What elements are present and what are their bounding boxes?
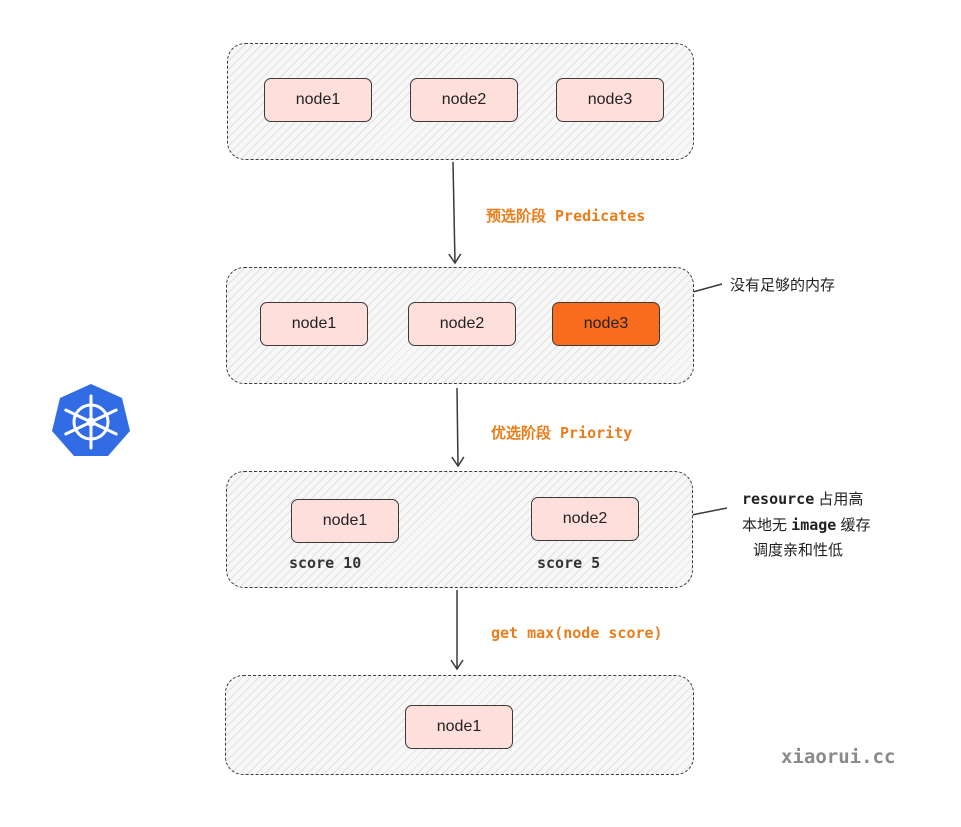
flow-arrow-predicates — [448, 161, 462, 265]
node-box: node3 — [556, 78, 664, 122]
memory-note: 没有足够的内存 — [730, 277, 836, 294]
node-score-label: score 5 — [537, 554, 601, 572]
node-box: node1 — [264, 78, 372, 122]
predicates-label: 预选阶段 Predicates — [486, 207, 646, 225]
selected-node-box: node1 — [405, 705, 513, 749]
priority-label: 优选阶段 Priority — [491, 424, 633, 442]
node-box: node2 — [410, 78, 518, 122]
reason-image-term: image — [791, 516, 837, 534]
reason-image-post: 缓存 — [836, 517, 871, 534]
node-box: node2 — [531, 497, 639, 541]
reason-image: 本地无 image 缓存 — [742, 514, 871, 535]
select-label: get max(node score) — [491, 624, 663, 642]
reason-resource: resource 占用高 — [742, 488, 863, 509]
node-box: node2 — [408, 302, 516, 346]
kubernetes-logo-icon — [52, 384, 130, 456]
reason-image-pre: 本地无 — [742, 517, 792, 534]
reason-resource-term: resource — [742, 490, 815, 508]
node-score-label: score 10 — [289, 554, 362, 572]
reason-affinity: 调度亲和性低 — [753, 542, 844, 559]
flow-arrow-priority — [451, 387, 465, 468]
node-box: node1 — [291, 499, 399, 543]
reason-resource-text: 占用高 — [814, 491, 864, 508]
watermark: xiaorui.cc — [781, 746, 896, 768]
rejected-node-box: node3 — [552, 302, 660, 346]
node-box: node1 — [260, 302, 368, 346]
